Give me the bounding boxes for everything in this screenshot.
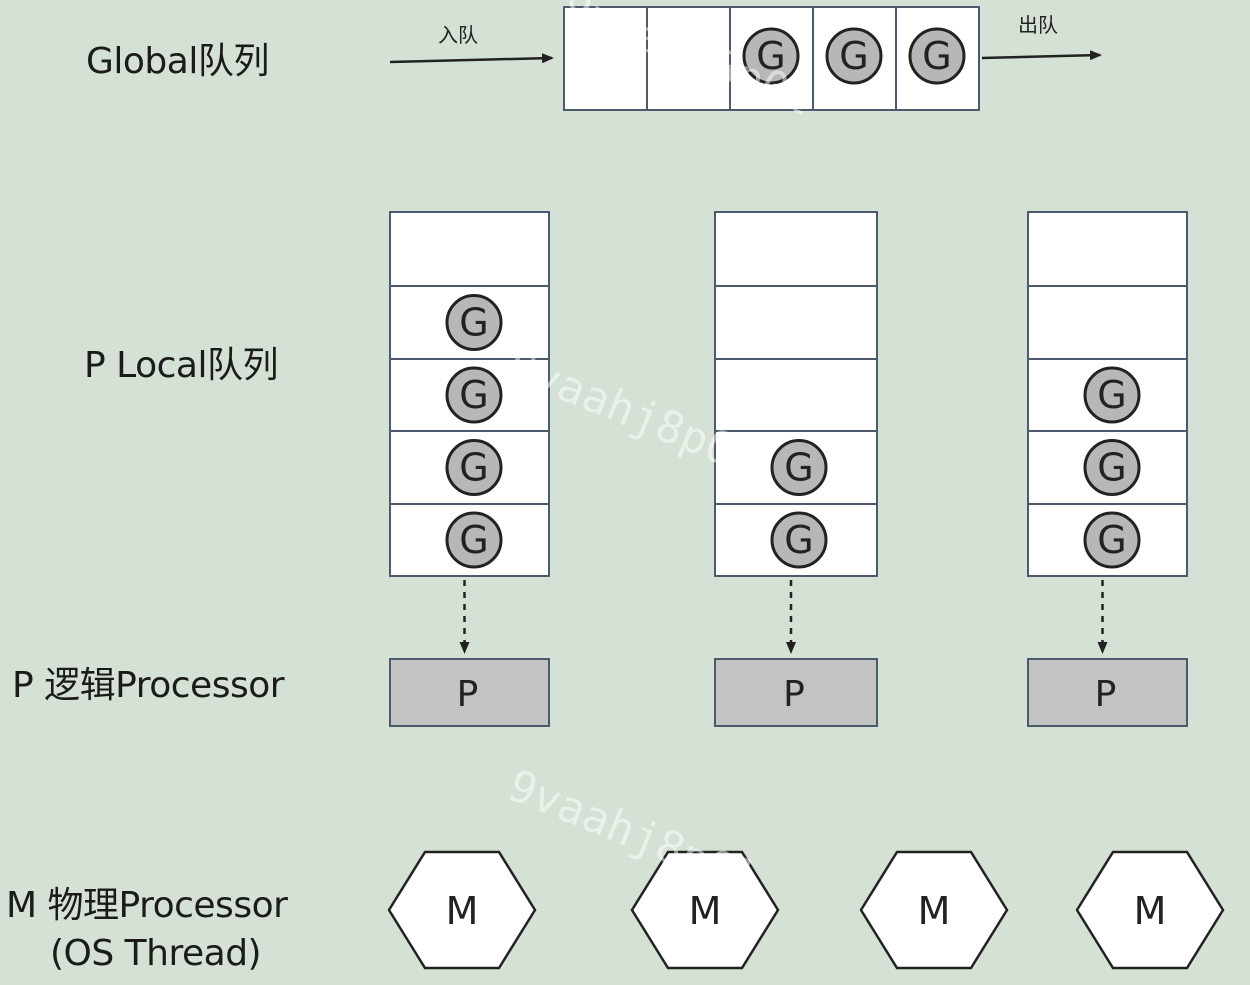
- machine-label: M: [918, 889, 951, 933]
- local-queue-slot: G: [714, 503, 878, 577]
- local-queue-slot: [714, 285, 878, 360]
- goroutine-label: G: [1097, 446, 1126, 490]
- goroutine-label: G: [756, 34, 785, 78]
- enqueue-label: 入队: [438, 23, 478, 47]
- goroutine-label: G: [1097, 518, 1126, 562]
- global-queue-slot: [646, 6, 731, 111]
- goroutine-icon: G: [445, 511, 503, 569]
- logical-processor-box: P: [1027, 658, 1188, 727]
- goroutine-label: G: [459, 301, 488, 345]
- machine-hexagon: M: [859, 850, 1009, 970]
- local-queue: GG P: [714, 211, 878, 727]
- goroutine-label: G: [922, 34, 951, 78]
- goroutine-icon: G: [445, 439, 503, 496]
- logical-processor-box: P: [714, 658, 878, 727]
- goroutine-label: G: [459, 446, 488, 490]
- local-queue-slot: G: [389, 503, 550, 577]
- global-queue-slot: G: [812, 6, 897, 111]
- local-queue-slot: G: [1027, 358, 1188, 432]
- goroutine-icon: G: [908, 27, 966, 85]
- enqueue-arrow: [389, 53, 554, 64]
- goroutine-icon: G: [770, 439, 828, 496]
- local-queue-slot: G: [389, 430, 550, 505]
- goroutine-icon: G: [445, 294, 503, 351]
- machine-hexagon: M: [630, 850, 780, 970]
- local-queue-slot: G: [389, 358, 550, 432]
- processor-label: P: [783, 674, 805, 715]
- goroutine-icon: G: [1083, 366, 1141, 424]
- local-queue-slot: G: [714, 430, 878, 505]
- local-queue-slot: G: [1027, 430, 1188, 505]
- logical-processor-box: P: [389, 658, 550, 727]
- goroutine-label: G: [459, 518, 488, 562]
- machine-label: M: [1134, 889, 1167, 933]
- goroutine-icon: G: [770, 511, 828, 569]
- dequeue-label: 出队: [1018, 13, 1058, 37]
- dequeue-arrow: [981, 50, 1102, 61]
- goroutine-icon: G: [1083, 439, 1141, 496]
- goroutine-label: G: [784, 518, 813, 562]
- goroutine-icon: G: [1083, 511, 1141, 569]
- physical-processor-label: M 物理Processor: [6, 885, 288, 926]
- machine-label: M: [689, 889, 722, 933]
- goroutine-label: G: [839, 34, 868, 78]
- global-queue-slot: G: [895, 6, 980, 111]
- local-queue-slot: G: [389, 285, 550, 360]
- local-queue-slot: [714, 358, 878, 432]
- processor-label: P: [457, 674, 479, 715]
- machine-hexagon: M: [1075, 850, 1225, 970]
- goroutine-icon: G: [742, 27, 800, 85]
- local-queue-slot: [389, 211, 550, 287]
- local-queue-slot: [714, 211, 878, 287]
- goroutine-icon: G: [445, 366, 503, 424]
- machine-label: M: [446, 889, 479, 933]
- local-queue-slot: [1027, 285, 1188, 360]
- goroutine-label: G: [784, 446, 813, 490]
- global-queue-label: Global队列: [86, 41, 269, 82]
- local-queue-slot: G: [1027, 503, 1188, 577]
- logical-processor-label: P 逻辑Processor: [12, 665, 285, 706]
- processor-label: P: [1095, 674, 1117, 715]
- goroutine-icon: G: [825, 27, 883, 85]
- local-queue-label: P Local队列: [84, 345, 278, 386]
- goroutine-label: G: [1097, 373, 1126, 417]
- global-queue-slot: [563, 6, 648, 111]
- global-queue-slot: G: [729, 6, 814, 111]
- goroutine-label: G: [459, 373, 488, 417]
- local-queue-slot: [1027, 211, 1188, 287]
- machine-hexagon: M: [387, 850, 537, 970]
- os-thread-label: (OS Thread): [50, 933, 262, 974]
